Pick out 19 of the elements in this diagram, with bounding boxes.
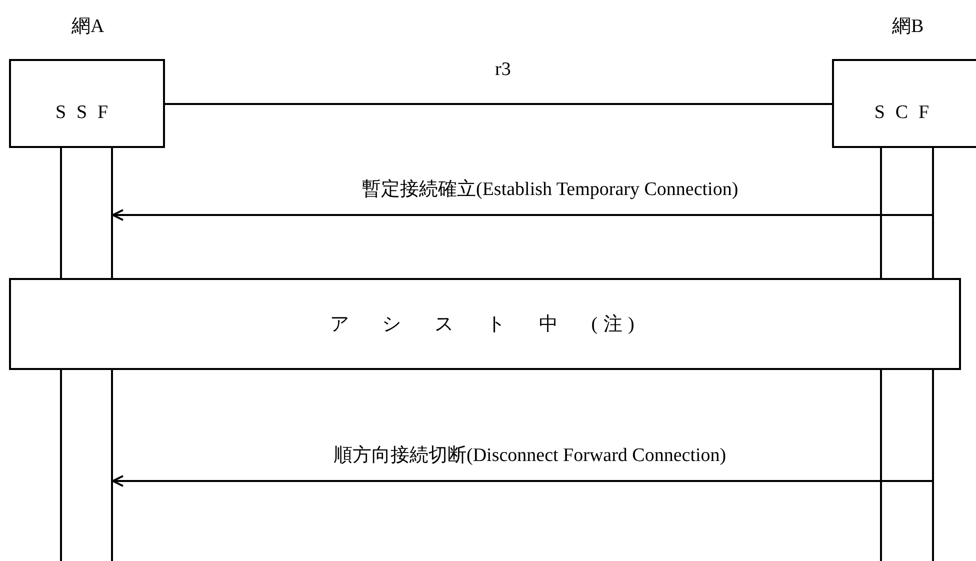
lifeline [111,370,113,561]
lifeline [111,148,113,278]
network-label: 網A [72,16,104,38]
function-box: SCF [832,59,976,148]
message-arrow [112,475,932,487]
edge-label: 暫定接続確立(Establish Temporary Connection) [362,179,738,201]
connector-line [165,103,832,105]
lifeline [60,370,62,561]
message-arrow [112,209,932,221]
lifeline [880,148,882,278]
lifeline [60,148,62,278]
lifeline [932,148,934,278]
network-label: 網B [892,16,924,38]
lifeline [932,370,934,561]
edge-label: 順方向接続切断(Disconnect Forward Connection) [334,445,726,467]
lifeline [880,370,882,561]
edge-label: r3 [495,59,511,81]
status-band: ア シ ス ト 中 (注) [9,278,961,370]
function-box: SSF [9,59,165,148]
